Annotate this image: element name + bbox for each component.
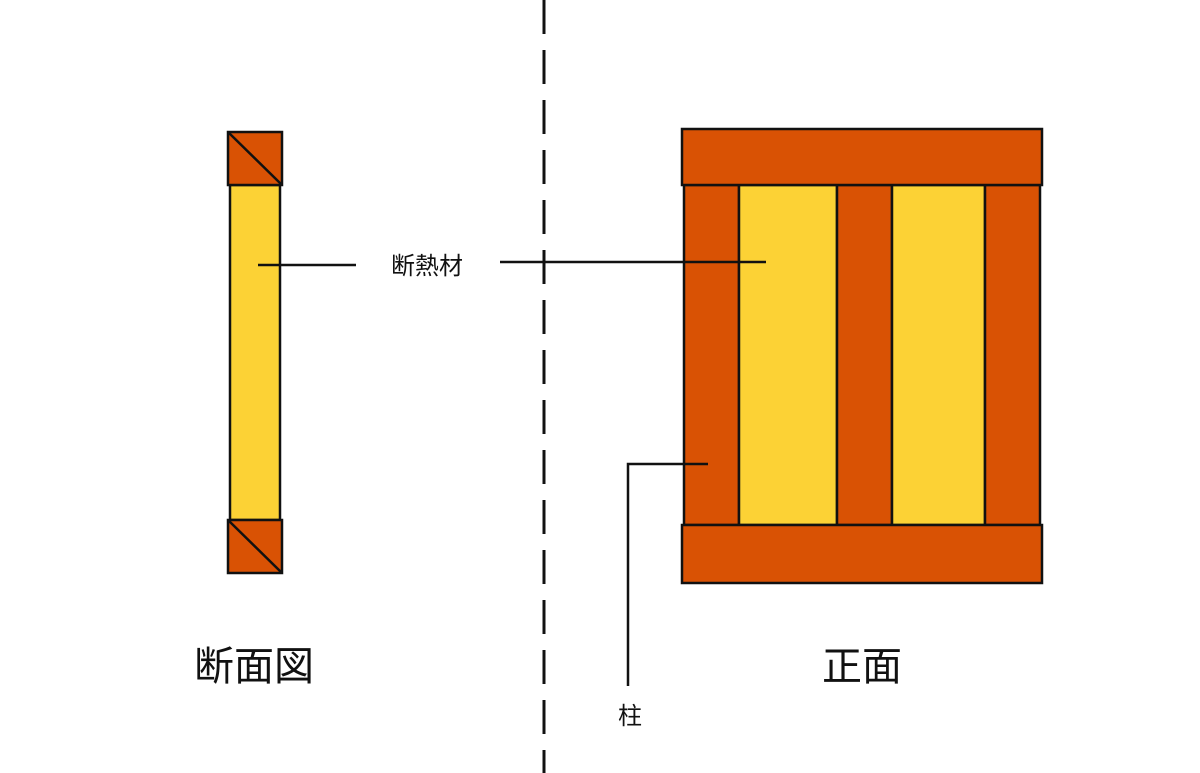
column-label: 柱 bbox=[618, 702, 642, 730]
front-view-title: 正面 bbox=[822, 644, 902, 690]
insulation-label: 断熱材 bbox=[391, 252, 463, 280]
section-top-plate-diagonal bbox=[227, 131, 283, 186]
front-column-left bbox=[682, 183, 741, 527]
section-insulation bbox=[228, 183, 282, 522]
front-top-plate bbox=[680, 127, 1044, 187]
front-insulation-1 bbox=[737, 183, 839, 527]
column-leader bbox=[626, 462, 708, 686]
front-view bbox=[680, 127, 1044, 585]
front-column-right bbox=[983, 183, 1042, 527]
section-view-title: 断面図 bbox=[194, 644, 314, 690]
front-insulation-2 bbox=[890, 183, 987, 527]
section-bottom-plate-diagonal bbox=[227, 519, 283, 574]
section-view bbox=[226, 130, 284, 575]
front-bottom-plate bbox=[680, 523, 1044, 585]
front-column-middle bbox=[835, 183, 894, 527]
